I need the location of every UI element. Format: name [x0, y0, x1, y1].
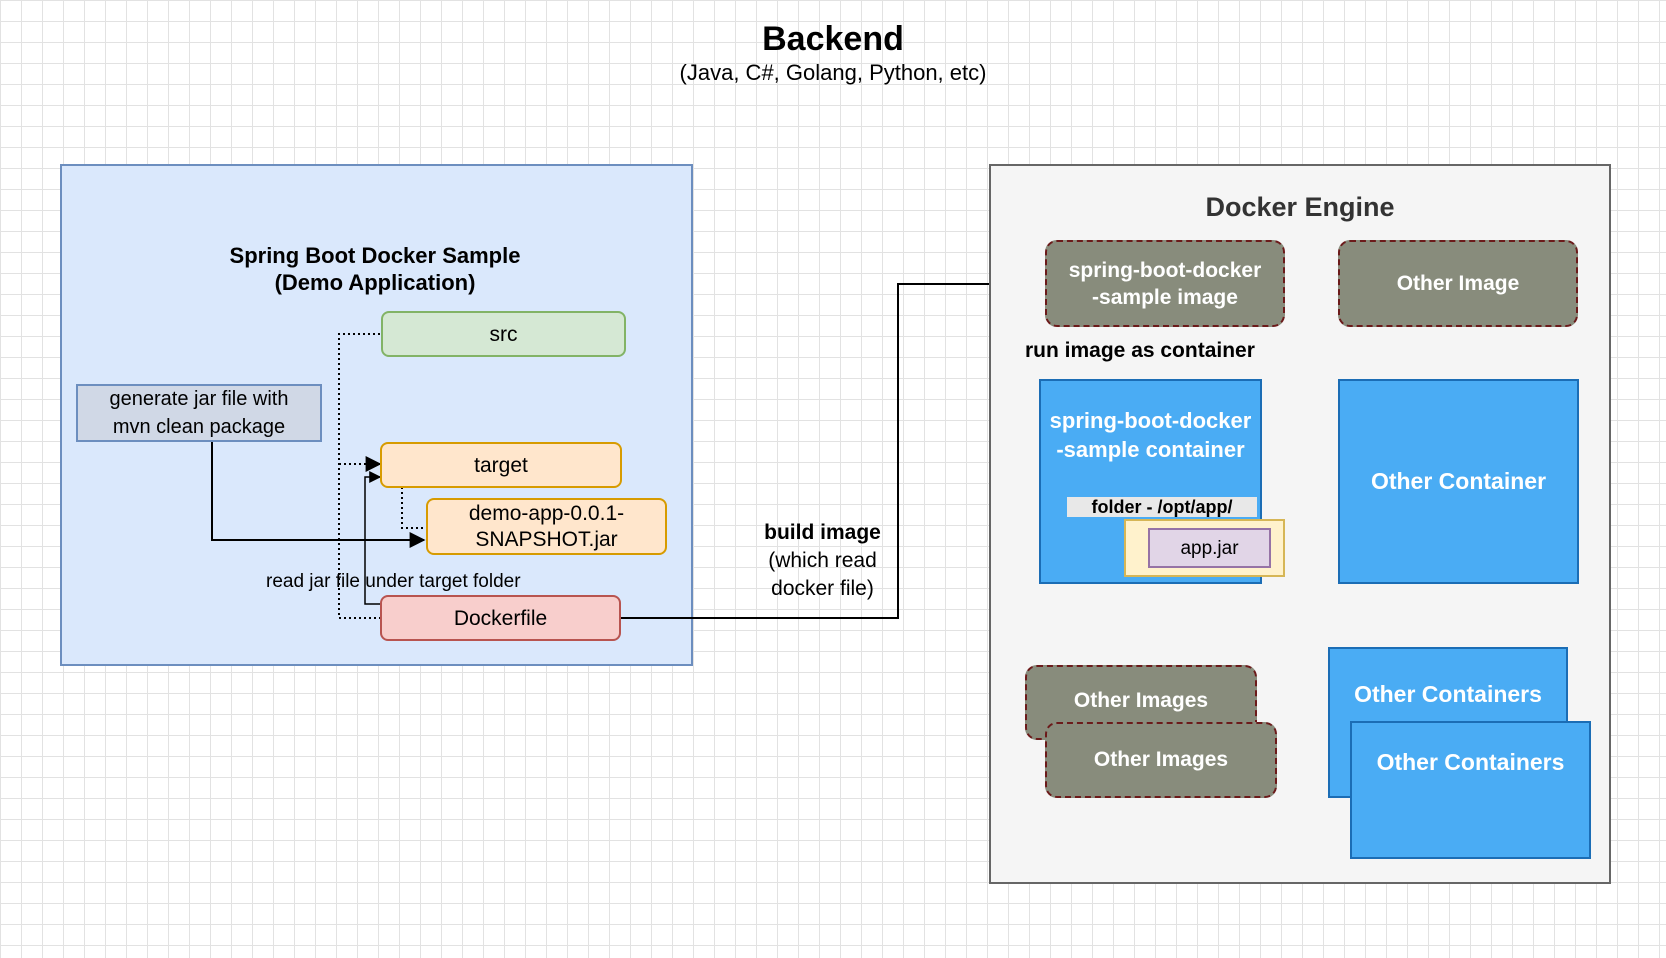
jar-file-line2: SNAPSHOT.jar [475, 527, 618, 551]
other-images-front-box[interactable]: Other Images [1045, 722, 1277, 798]
src-folder-box[interactable]: src [381, 311, 626, 357]
sample-image-box[interactable]: spring-boot-docker -sample image [1045, 240, 1285, 327]
generate-jar-line1: generate jar file with [109, 388, 289, 410]
other-image-box[interactable]: Other Image [1338, 240, 1578, 327]
other-containers-front-box[interactable]: Other Containers [1350, 721, 1591, 859]
other-containers-back-label: Other Containers [1354, 681, 1542, 707]
jar-file-box[interactable]: demo-app-0.0.1- SNAPSHOT.jar [426, 498, 667, 555]
app-jar-box[interactable]: app.jar [1148, 528, 1271, 568]
build-image-arrow [621, 276, 1044, 619]
folder-label: folder - /opt/app/ [1067, 497, 1257, 517]
generate-jar-line2: mvn clean package [112, 416, 286, 438]
tree-dotted-jar [401, 487, 426, 529]
sample-image-line1: spring-boot-docker [1068, 258, 1262, 282]
page-subtitle: (Java, C#, Golang, Python, etc) [679, 60, 987, 85]
docker-engine-title: Docker Engine [1205, 191, 1395, 222]
other-container-box[interactable]: Other Container [1338, 379, 1579, 584]
sample-container-line1: spring-boot-docker [1049, 408, 1252, 433]
sample-container-line2: -sample container [1056, 437, 1245, 462]
demo-app-title-line1: Spring Boot Docker Sample [229, 243, 521, 268]
page-title: Backend [762, 19, 904, 58]
demo-app-title: Spring Boot Docker Sample (Demo Applicat… [160, 238, 590, 300]
demo-app-title-line2: (Demo Application) [274, 270, 476, 295]
other-containers-front-label: Other Containers [1376, 749, 1565, 775]
generate-jar-arrow [211, 442, 426, 548]
sample-container-title: spring-boot-docker -sample container [1039, 404, 1262, 466]
dockerfile-box[interactable]: Dockerfile [380, 595, 621, 641]
generate-jar-box[interactable]: generate jar file with mvn clean package [76, 384, 322, 442]
build-image-label: build image (which read docker file) [750, 519, 895, 603]
target-folder-box[interactable]: target [380, 442, 622, 488]
build-image-line1: build image [764, 521, 881, 544]
tree-dotted-line [338, 333, 380, 619]
read-jar-label: read jar file under target folder [266, 571, 521, 592]
build-image-line3: docker file) [771, 577, 874, 600]
build-image-line2: (which read [768, 549, 877, 572]
sample-image-line2: -sample image [1092, 285, 1238, 309]
jar-file-line1: demo-app-0.0.1- [468, 501, 625, 525]
other-images-back-label: Other Images [1073, 689, 1209, 712]
run-container-label: run image as container [1025, 339, 1255, 362]
